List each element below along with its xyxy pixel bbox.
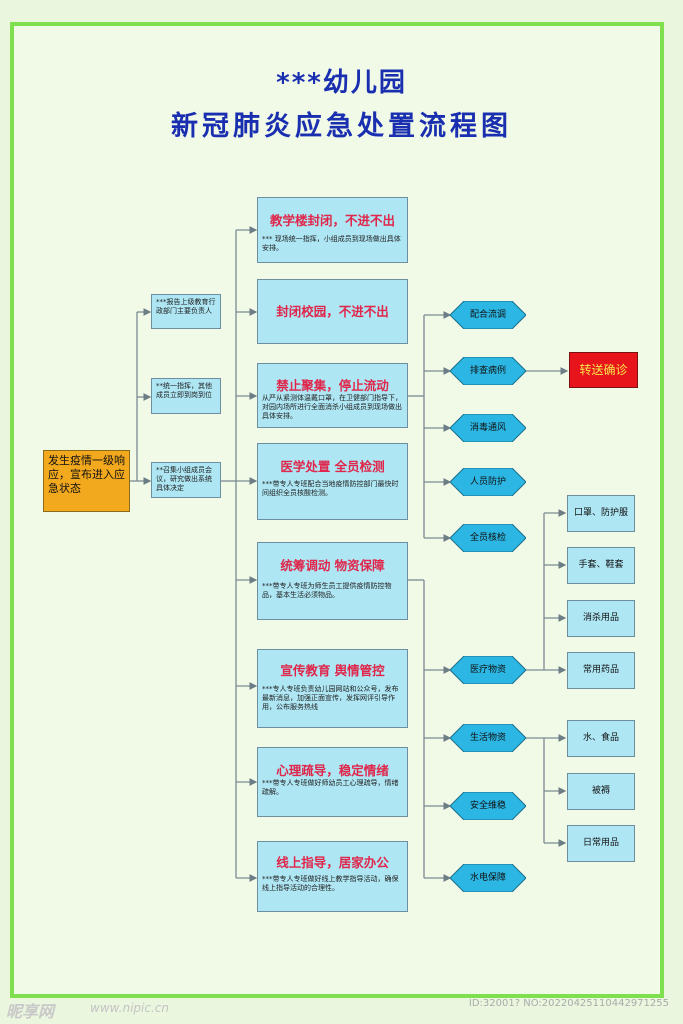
watermark-url: www.nipic.cn bbox=[90, 1001, 169, 1015]
diamond-security: 安全维稳 bbox=[450, 792, 526, 820]
main-box-supplies: 统筹调动 物资保障 ***带专人专班为师生员工提供疫情防控物品，基本生活必须物品… bbox=[257, 542, 408, 620]
diamond-label: 消毒通风 bbox=[469, 423, 506, 433]
small-box-command: **统一指挥，其他成员立即到岗到位 bbox=[151, 378, 221, 414]
diamond-label: 配合流调 bbox=[469, 310, 506, 320]
supply-water-food: 水、食品 bbox=[567, 720, 635, 757]
main-box-title: 医学处置 全员检测 bbox=[280, 459, 385, 474]
diamond-label: 全员核检 bbox=[469, 533, 506, 543]
supply-daily: 日常用品 bbox=[567, 825, 635, 862]
watermark-id: ID:32001? NO:20220425110442971255 bbox=[468, 998, 669, 1009]
diamond-medical-supplies: 医疗物资 bbox=[450, 656, 526, 684]
diamond-label: 人员防护 bbox=[469, 477, 506, 487]
diamond-disinfection: 消毒通风 bbox=[450, 414, 526, 442]
main-box-title: 线上指导，居家办公 bbox=[276, 855, 389, 870]
main-box-title: 封闭校园，不进不出 bbox=[276, 304, 389, 319]
supply-disinfectant: 消杀用品 bbox=[567, 600, 635, 637]
main-box-desc: ***带专人专班做好师幼员工心理疏导，情绪疏解。 bbox=[262, 779, 399, 796]
diamond-full-testing: 全员核检 bbox=[450, 524, 526, 552]
title-flowchart: 新冠肺炎应急处置流程图 bbox=[171, 111, 512, 142]
diamond-label: 排查病例 bbox=[469, 366, 506, 376]
main-box-desc: ***带专人专班为师生员工提供疫情防控物品，基本生活必须物品。 bbox=[262, 582, 392, 599]
main-box-psychology: 心理疏导，稳定情绪 ***带专人专班做好师幼员工心理疏导，情绪疏解。 bbox=[257, 747, 408, 817]
small-box-report: ***报告上级教育行政部门主要负责人 bbox=[151, 294, 221, 329]
diamond-label: 安全维稳 bbox=[469, 801, 506, 811]
diamond-protection: 人员防护 bbox=[450, 468, 526, 496]
supply-masks: 口罩、防护服 bbox=[567, 495, 635, 532]
main-box-online: 线上指导，居家办公 ***带专人专班做好线上教学指导活动，确保线上指导活动的合理… bbox=[257, 841, 408, 912]
main-box-desc: *** 现场统一指挥，小组成员到现场做出具体安排。 bbox=[262, 235, 401, 252]
main-box-no-gathering: 禁止聚集，停止流动 从严从紧测体温戴口罩，在卫健部门指导下，对园内场所进行全面消… bbox=[257, 363, 408, 428]
main-box-desc: 从严从紧测体温戴口罩，在卫健部门指导下，对园内场所进行全面消杀小组成员到现场做出… bbox=[262, 394, 402, 420]
main-box-desc: ***带专人专班配合当地疫情防控部门最快时间组织全员核酸检测。 bbox=[262, 480, 399, 497]
main-box-medical-testing: 医学处置 全员检测 ***带专人专班配合当地疫情防控部门最快时间组织全员核酸检测… bbox=[257, 443, 408, 520]
diamond-label: 水电保障 bbox=[469, 873, 506, 883]
main-box-desc: ***带专人专班做好线上教学指导活动，确保线上指导活动的合理性。 bbox=[262, 875, 399, 892]
main-box-building-closure: 教学楼封闭，不进不出 *** 现场统一指挥，小组成员到现场做出具体安排。 bbox=[257, 197, 408, 263]
diamond-case-screening: 排查病例 bbox=[450, 357, 526, 385]
main-box-title: 禁止聚集，停止流动 bbox=[276, 378, 389, 393]
diamond-living-supplies: 生活物资 bbox=[450, 724, 526, 752]
start-box: 发生疫情一级响应，宣布进入应急状态 bbox=[43, 450, 130, 512]
main-box-title: 统筹调动 物资保障 bbox=[280, 558, 385, 573]
diamond-label: 生活物资 bbox=[469, 733, 506, 743]
diamond-contact-tracing: 配合流调 bbox=[450, 301, 526, 329]
main-box-title: 教学楼封闭，不进不出 bbox=[269, 213, 395, 228]
supply-medicine: 常用药品 bbox=[567, 652, 635, 689]
watermark-logo: 昵享网 bbox=[6, 1002, 55, 1021]
title-school: ***幼儿园 bbox=[276, 68, 407, 98]
small-box-meeting: **召集小组成员会议，研究做出系统具体决定 bbox=[151, 462, 221, 498]
supply-gloves: 手套、鞋套 bbox=[567, 547, 635, 584]
watermark: 昵享网 www.nipic.cn ID:32001? NO:2022042511… bbox=[0, 998, 683, 1024]
supply-bedding: 被褥 bbox=[567, 773, 635, 810]
diamond-label: 医疗物资 bbox=[469, 665, 506, 675]
main-box-publicity: 宣传教育 舆情管控 ***专人专班负责幼儿园网站和公众号，发布最新消息，加强正面… bbox=[257, 649, 408, 728]
main-box-desc: ***专人专班负责幼儿园网站和公众号，发布最新消息，加强正面宣传，发挥网评引导作… bbox=[262, 685, 399, 711]
transfer-box: 转送确诊 bbox=[569, 352, 638, 388]
diamond-utilities: 水电保障 bbox=[450, 864, 526, 892]
main-box-title: 心理疏导，稳定情绪 bbox=[276, 763, 389, 778]
main-box-title: 宣传教育 舆情管控 bbox=[280, 663, 385, 678]
main-box-campus-closure: 封闭校园，不进不出 bbox=[257, 279, 408, 344]
